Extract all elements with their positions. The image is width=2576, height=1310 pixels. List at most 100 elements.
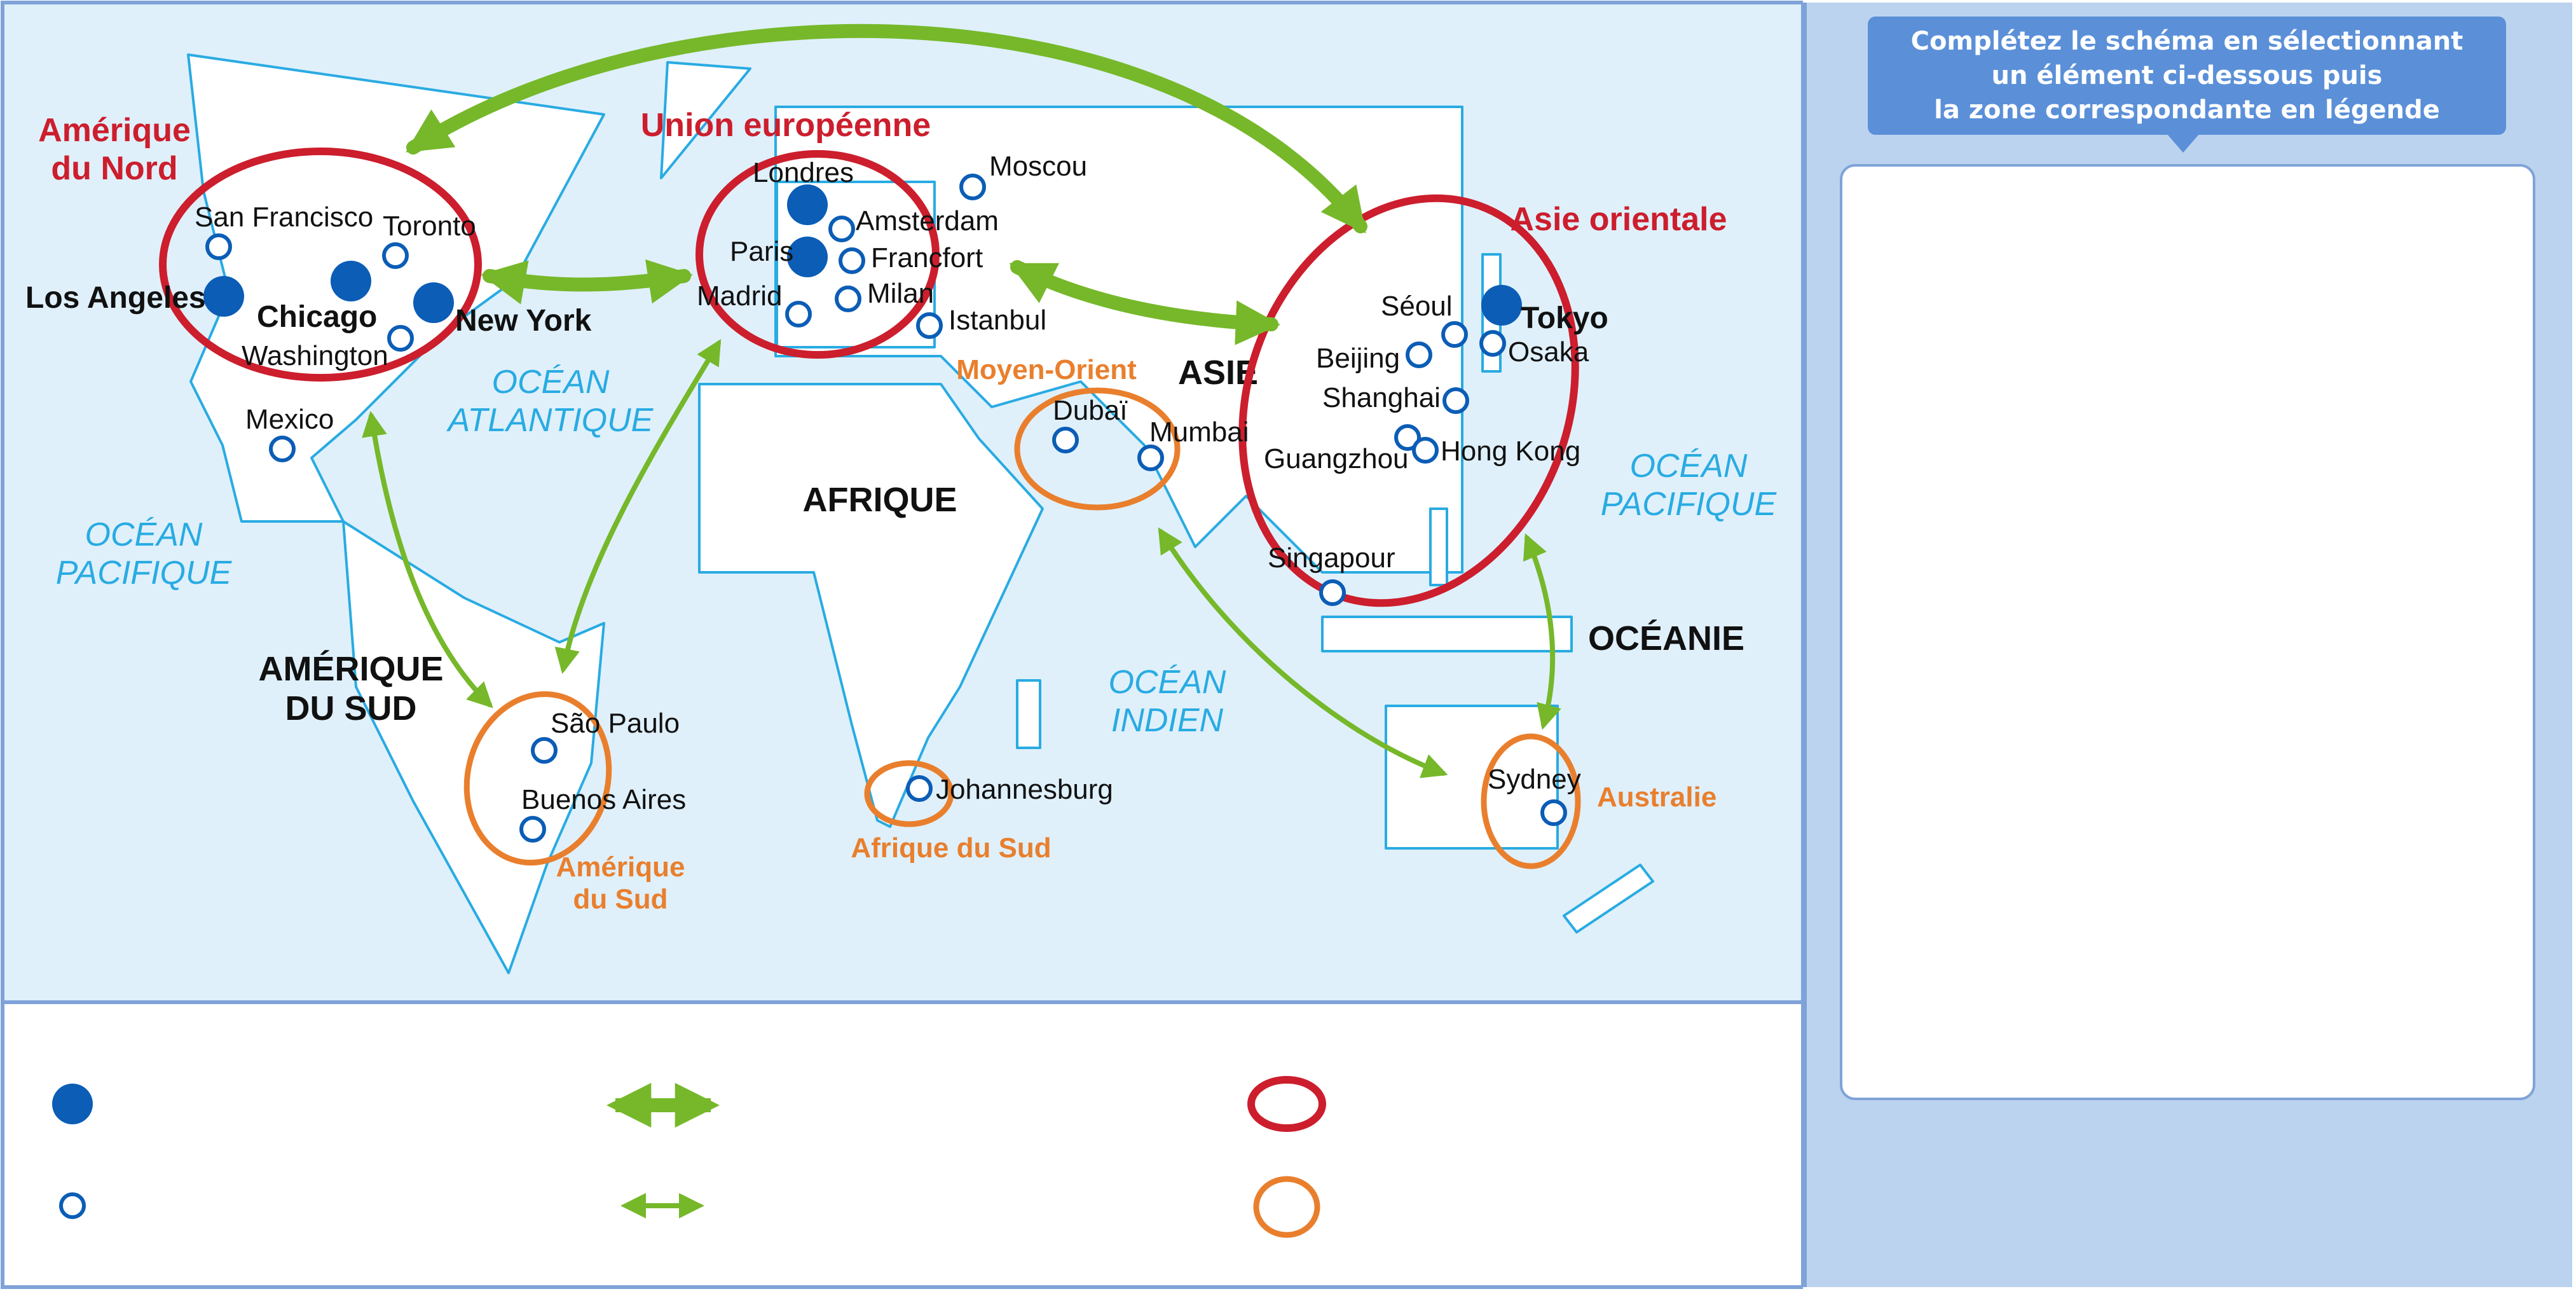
legend-slot-major-region[interactable]: [1348, 1075, 1780, 1133]
label-francfort: Francfort: [871, 242, 983, 273]
label-shanghai: Shanghai: [1322, 382, 1441, 413]
dot-madrid: [785, 301, 812, 328]
dot-beijing: [1406, 341, 1432, 368]
legend-secondary-region-circle: [1253, 1176, 1320, 1238]
dot-moscou: [959, 174, 986, 200]
label-los-angeles: Los Angeles: [25, 281, 206, 315]
circle-moyen-orient: [1014, 387, 1181, 511]
legend-slot-minor-flow[interactable]: [750, 1176, 1195, 1235]
label-mexico: Mexico: [245, 404, 334, 435]
dot-toronto: [382, 242, 409, 269]
label-amsterdam: Amsterdam: [856, 205, 999, 237]
region-asie-orientale-label: Asie orientale: [1510, 201, 1727, 238]
dot-shanghai: [1442, 387, 1469, 414]
circle-australie: [1481, 733, 1581, 869]
dot-paris: [787, 237, 828, 277]
arrow-asia-australia: [1523, 533, 1561, 730]
label-londres: Londres: [753, 157, 854, 188]
dot-sao-paulo: [531, 737, 558, 764]
arrow-na-eu: [481, 259, 693, 305]
label-sydney: Sydney: [1488, 764, 1581, 795]
label-toronto: Toronto: [383, 210, 476, 242]
answer-options-box[interactable]: [1840, 164, 2535, 1100]
dot-mexico: [269, 436, 296, 462]
label-istanbul: Istanbul: [949, 305, 1046, 336]
instruction-text: Complétez le schéma en sélectionnant un …: [1910, 27, 2463, 125]
city-labels: San Francisco Toronto Los Angeles Chicag…: [25, 151, 1608, 815]
label-johannesburg: Johannesburg: [936, 774, 1113, 805]
dot-amsterdam: [828, 216, 855, 242]
land-madagascar: [1016, 679, 1041, 749]
label-paris: Paris: [730, 236, 793, 267]
dot-new-york: [413, 282, 454, 323]
label-guangzhou: Guangzhou: [1264, 443, 1409, 474]
label-sao-paulo: São Paulo: [551, 708, 680, 739]
label-line-line-2: du Sud: [573, 884, 668, 915]
dot-san-francisco: [205, 233, 232, 260]
label-moscou: Moscou: [989, 151, 1087, 182]
label-new-york: New York: [455, 304, 592, 338]
label-seoul: Séoul: [1381, 291, 1453, 322]
secondary-city-dots: [205, 174, 1567, 843]
legend-secondary-city-dot: [59, 1192, 86, 1219]
land-new-zealand: [1563, 864, 1654, 934]
label-line-line-2: PACIFIQUE: [1601, 486, 1778, 523]
instruction-bubble-tail: [2167, 134, 2200, 153]
label-buenos-aires: Buenos Aires: [521, 784, 686, 815]
legend-slot-secondary-city[interactable]: [127, 1176, 572, 1235]
legend-area: [1, 1000, 1803, 1289]
label-chicago: Chicago: [257, 300, 377, 334]
dot-singapour: [1319, 579, 1346, 606]
land-taiwan: [1429, 507, 1448, 586]
dot-milan: [835, 286, 861, 312]
label-line-line-2: INDIEN: [1111, 702, 1224, 739]
label-washington: Washington: [242, 340, 388, 371]
legend-slot-secondary-region[interactable]: [1348, 1176, 1780, 1235]
instruction-bubble: Complétez le schéma en sélectionnant un …: [1868, 17, 2506, 135]
dot-chicago: [331, 261, 371, 301]
dot-hong-kong: [1412, 437, 1439, 464]
circle-afrique-du-sud: [864, 760, 954, 827]
label-line-line-2: PACIFIQUE: [56, 555, 233, 591]
label-madrid: Madrid: [697, 280, 783, 312]
circle-amerique-du-sud: [463, 691, 612, 866]
land-indonesia: [1321, 616, 1573, 652]
answer-panel: Complétez le schéma en sélectionnant un …: [1803, 3, 2572, 1287]
label-line-line-2: DU SUD: [285, 689, 416, 727]
legend-slot-major-flow[interactable]: [750, 1075, 1195, 1133]
arrow-sa-eu: [554, 339, 722, 674]
label-osaka: Osaka: [1508, 336, 1589, 368]
label-hong-kong: Hong Kong: [1441, 436, 1580, 467]
region-australie-label: Australie: [1597, 782, 1716, 813]
arrow-eu-asia: [1009, 260, 1281, 345]
dot-londres: [787, 184, 828, 225]
dot-los-angeles: [203, 276, 244, 317]
legend-major-region-circle: [1247, 1076, 1326, 1132]
dot-osaka: [1479, 330, 1506, 357]
dot-buenos-aires: [519, 816, 546, 843]
dot-sydney: [1540, 799, 1567, 826]
flow-arrows: [362, 24, 1561, 778]
label-milan: Milan: [867, 278, 934, 309]
label-dubai: Dubaï: [1053, 395, 1128, 426]
label-beijing: Beijing: [1316, 343, 1400, 374]
continent-afrique-label: AFRIQUE: [803, 481, 957, 519]
legend-slot-major-city[interactable]: [127, 1075, 572, 1133]
dot-guangzhou: [1394, 424, 1421, 451]
region-moyen-orient-label: Moyen-Orient: [956, 354, 1137, 385]
secondary-region-circles: [463, 387, 1581, 869]
dot-istanbul: [916, 312, 943, 339]
dot-johannesburg: [906, 775, 933, 802]
dot-washington: [387, 325, 414, 352]
dot-tokyo: [1481, 285, 1522, 326]
circle-amerique-du-nord: [159, 148, 482, 382]
arrow-na-asia: [406, 24, 1367, 234]
region-afrique-du-sud-label: Afrique du Sud: [851, 832, 1051, 864]
